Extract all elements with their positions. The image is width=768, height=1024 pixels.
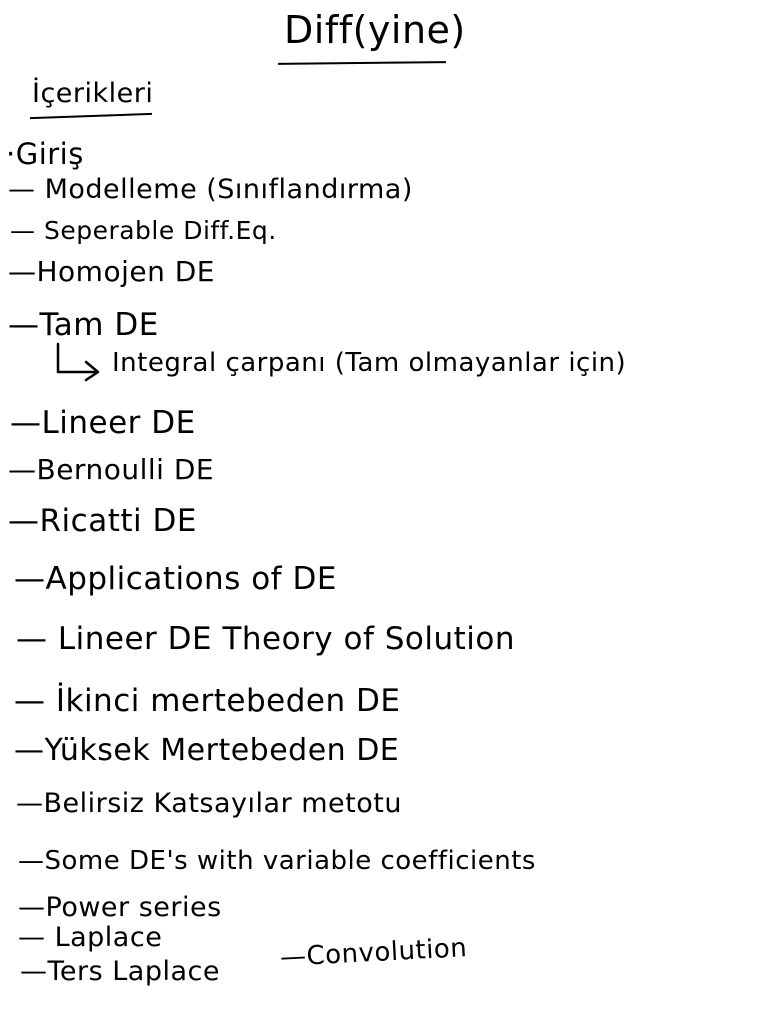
list-item: —Tam DE	[8, 307, 159, 343]
list-item: — İkinci mertebeden DE	[14, 683, 401, 719]
list-item: — Modelleme (Sınıflandırma)	[8, 174, 413, 205]
contents-heading-underline	[30, 112, 152, 120]
list-item: — Lineer DE Theory of Solution	[16, 621, 516, 657]
list-item: —Bernoulli DE	[8, 453, 215, 486]
page-title: Diff(yine)	[284, 8, 466, 52]
contents-heading: İçerikleri	[32, 78, 154, 109]
list-item: —Homojen DE	[8, 255, 215, 288]
list-item: — Laplace	[18, 922, 163, 953]
list-item: —Applications of DE	[14, 561, 337, 597]
list-item: —Belirsiz Katsayılar metotu	[16, 788, 402, 819]
list-item: —Convolution	[279, 933, 469, 973]
title-underline	[277, 61, 447, 65]
list-item: —Ters Laplace	[20, 956, 220, 987]
list-item: Integral çarpanı (Tam olmayanlar için)	[112, 348, 627, 378]
list-item: —Yüksek Mertebeden DE	[14, 733, 400, 768]
list-item: —Some DE's with variable coefficients	[18, 846, 536, 876]
list-item: — Seperable Diff.Eq.	[10, 216, 277, 245]
list-item: —Lineer DE	[10, 405, 196, 441]
list-item: —Power series	[18, 892, 222, 923]
list-item: ·Giriş	[6, 137, 84, 171]
list-item: —Ricatti DE	[8, 503, 197, 539]
arrow-right-icon	[56, 342, 100, 382]
